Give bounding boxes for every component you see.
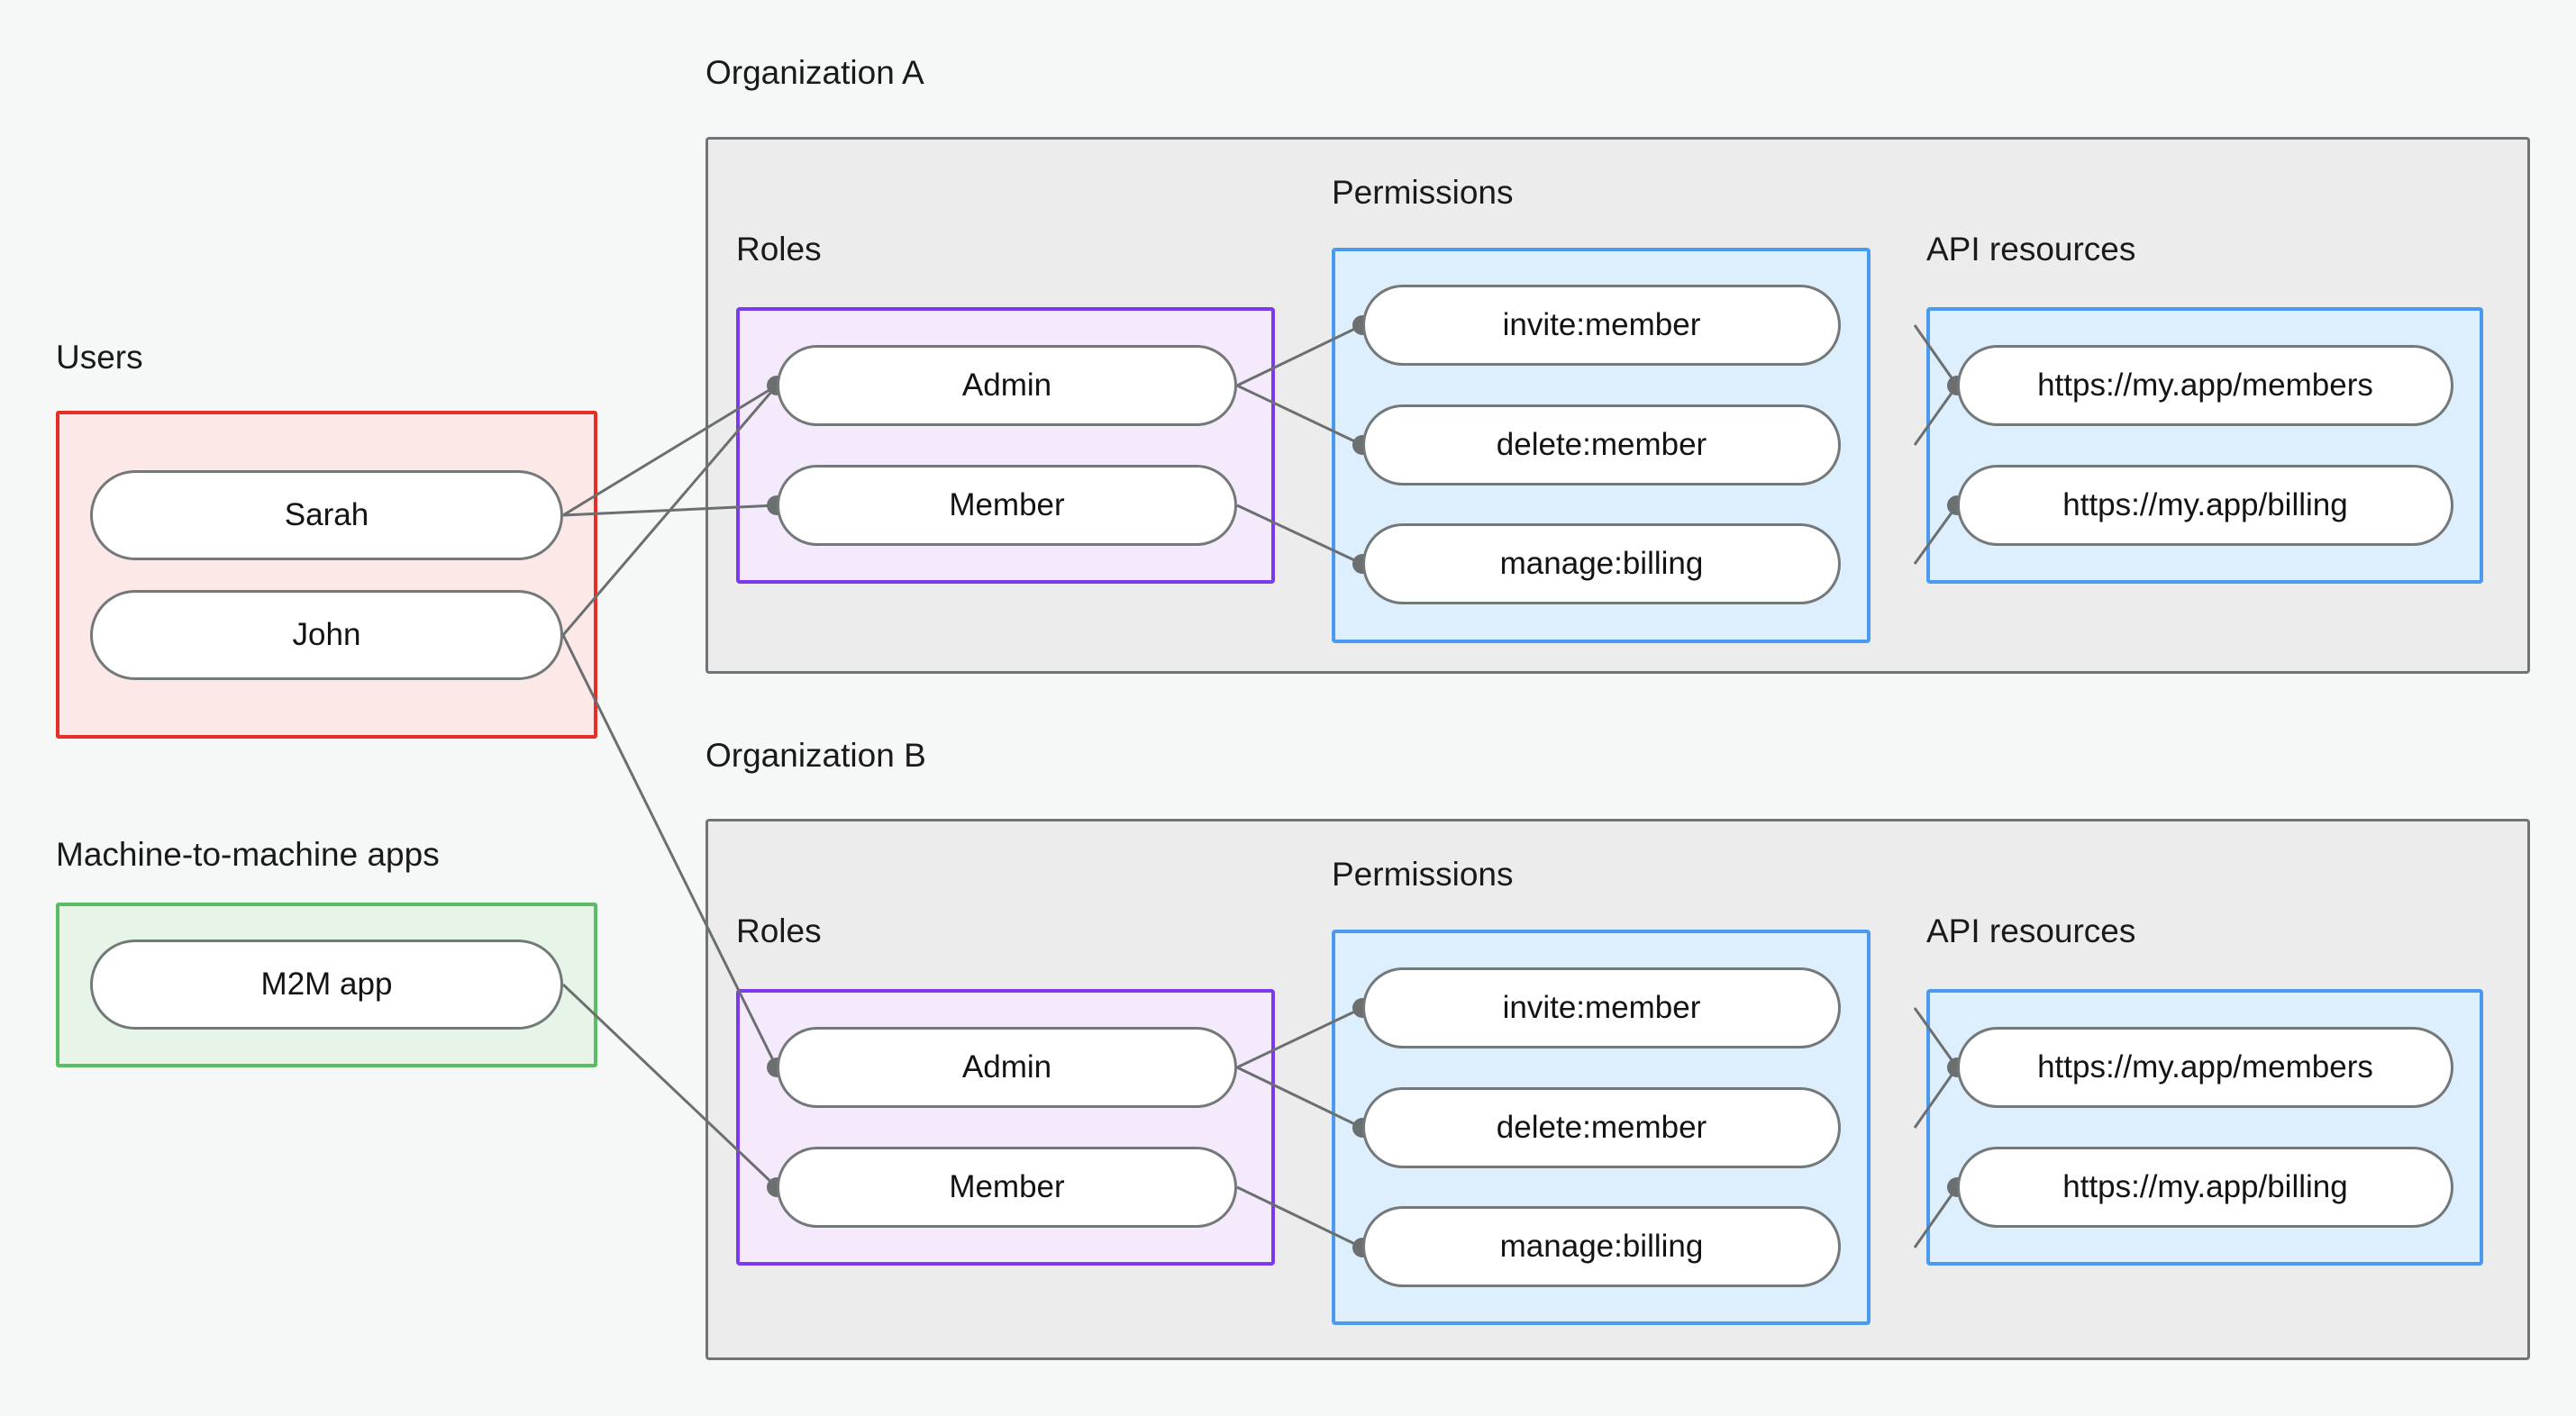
- organization-b-label: Organization B: [705, 737, 926, 774]
- orgB-api-resource-members[interactable]: https://my.app/members: [1957, 1027, 2453, 1108]
- orgB-permissions-label: Permissions: [1332, 856, 1514, 893]
- users-group-label: Users: [56, 339, 143, 376]
- orgA-api-resource-members[interactable]: https://my.app/members: [1957, 345, 2453, 426]
- orgB-permission-manage-billing[interactable]: manage:billing: [1362, 1206, 1841, 1287]
- orgA-permission-manage-billing[interactable]: manage:billing: [1362, 523, 1841, 604]
- orgA-permission-invite-member[interactable]: invite:member: [1362, 285, 1841, 366]
- orgA-permission-delete-member[interactable]: delete:member: [1362, 404, 1841, 486]
- orgA-api-resource-billing[interactable]: https://my.app/billing: [1957, 465, 2453, 546]
- user-node-john[interactable]: John: [90, 590, 563, 680]
- orgA-api-resources-label: API resources: [1926, 231, 2136, 268]
- orgA-roles-label: Roles: [736, 231, 822, 268]
- orgB-role-member[interactable]: Member: [777, 1147, 1237, 1228]
- orgB-api-resource-billing[interactable]: https://my.app/billing: [1957, 1147, 2453, 1228]
- orgB-permission-invite-member[interactable]: invite:member: [1362, 967, 1841, 1048]
- m2m-node-app[interactable]: M2M app: [90, 939, 563, 1030]
- m2m-group-label: Machine-to-machine apps: [56, 836, 440, 873]
- orgB-permission-delete-member[interactable]: delete:member: [1362, 1087, 1841, 1168]
- orgA-permissions-label: Permissions: [1332, 174, 1514, 211]
- orgB-role-admin[interactable]: Admin: [777, 1027, 1237, 1108]
- orgB-roles-label: Roles: [736, 912, 822, 949]
- user-node-sarah[interactable]: Sarah: [90, 470, 563, 560]
- orgB-api-resources-label: API resources: [1926, 912, 2136, 949]
- orgA-role-member[interactable]: Member: [777, 465, 1237, 546]
- orgA-role-admin[interactable]: Admin: [777, 345, 1237, 426]
- organization-a-label: Organization A: [705, 54, 924, 91]
- users-container: [56, 411, 597, 739]
